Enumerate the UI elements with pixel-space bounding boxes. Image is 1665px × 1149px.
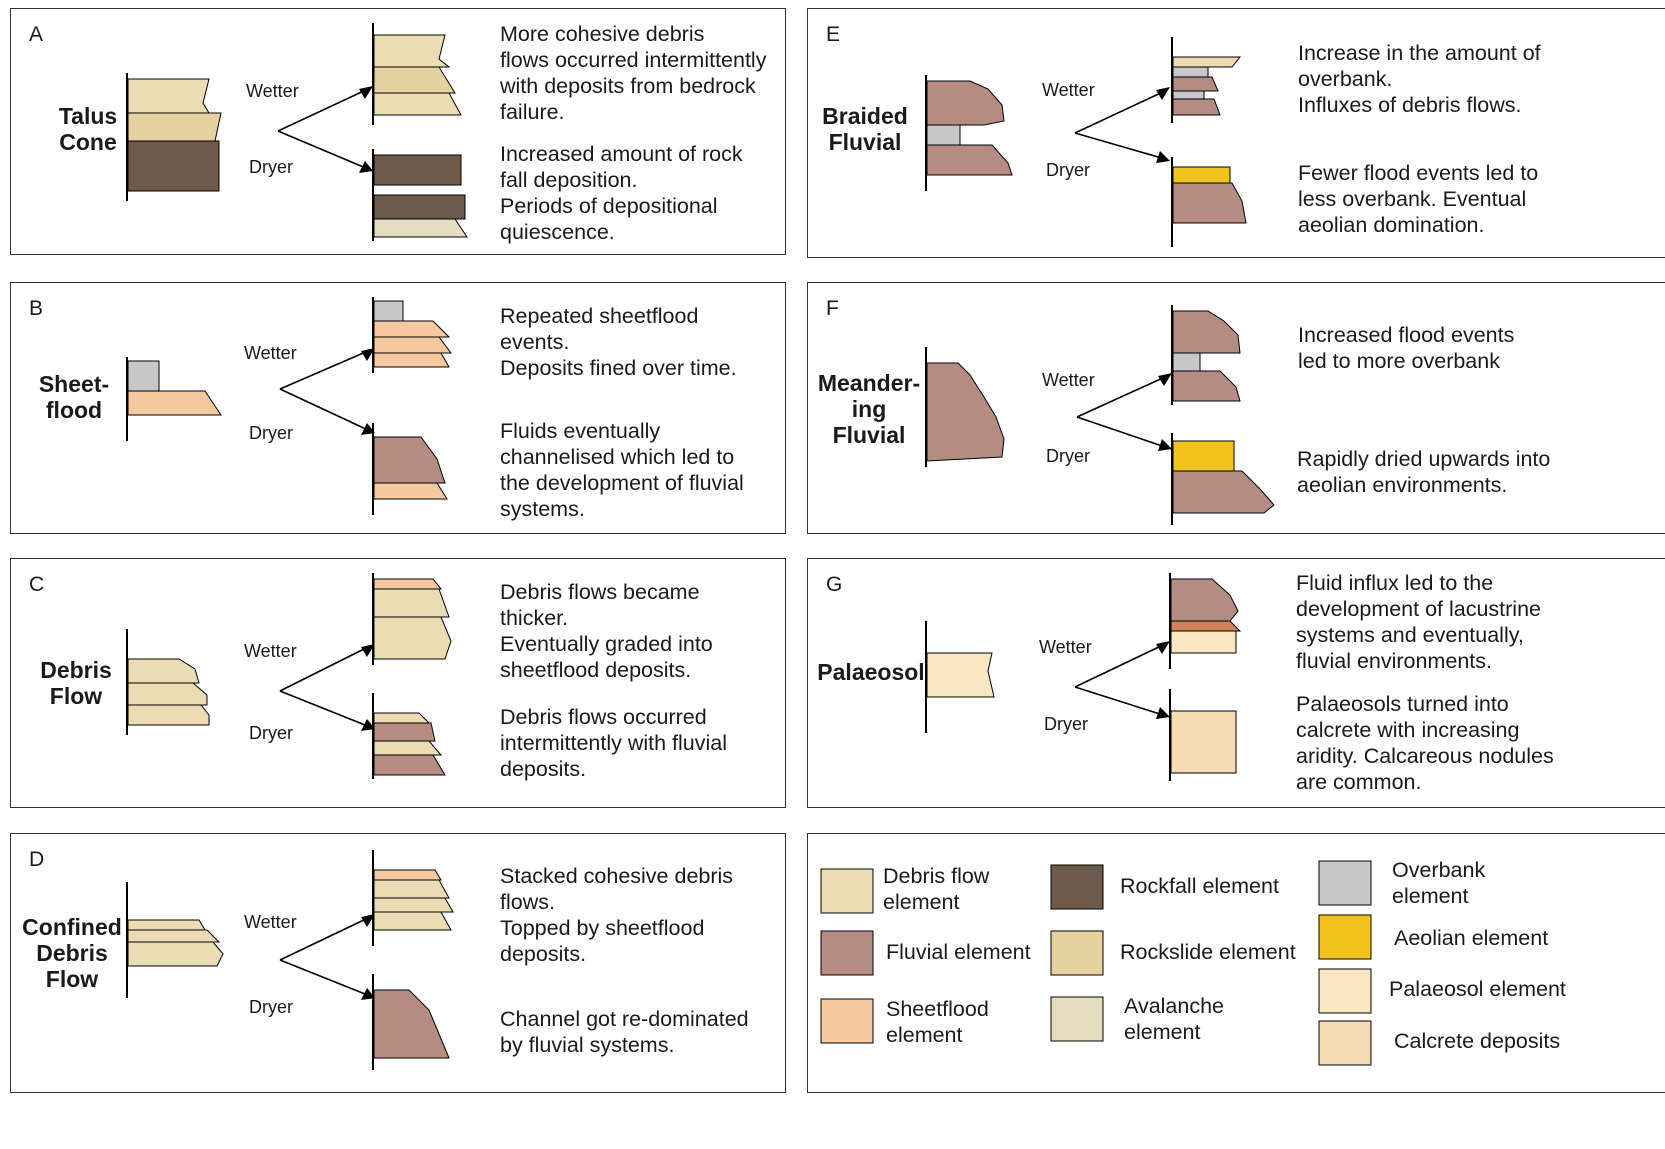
dryer-label: Dryer [1044,714,1088,734]
branch-arrows [1074,87,1170,163]
panel-letter: G [826,573,843,596]
calcrete-swatch [1318,1020,1372,1066]
dryer-label: Dryer [1046,160,1090,180]
wetter-label: Wetter [1042,370,1095,390]
wetter-column [372,297,452,373]
panel-letter: B [29,297,44,320]
initial-column-palaeosol [925,621,995,733]
overbank-swatch [1318,860,1372,906]
legend-aeolian: Aeolian element [1394,926,1549,950]
rockfall-swatch [1050,864,1104,910]
dryer-column [372,149,468,241]
panel-letter: E [826,23,841,46]
wetter-label: Wetter [1042,80,1095,100]
wetter-column [1169,573,1242,669]
panel-letter: F [826,297,839,320]
dryer-column [1169,689,1237,781]
panel-g: G Palaeosol Wetter Dryer Fluid influx le… [807,558,1665,808]
dryer-column [1171,157,1247,247]
branch-arrows [279,644,375,731]
dryer-label: Dryer [249,997,293,1017]
initial-column-debris-flow [126,629,210,735]
dryer-label: Dryer [249,157,293,177]
wetter-column [372,23,462,125]
palaeosol-swatch [1318,968,1372,1014]
legend-rockslide: Rockslide element [1120,940,1296,964]
initial-column-confined-debris [126,882,224,998]
branch-arrows [1074,641,1170,719]
initial-column-sheetflood [126,357,222,441]
wetter-label: Wetter [244,343,297,363]
debris-flow-swatch [820,868,874,914]
initial-column-talus [126,73,222,201]
dryer-column [372,423,448,515]
legend-palaeosol: Palaeosol element [1389,977,1566,1001]
wetter-label: Wetter [244,912,297,932]
wetter-label: Wetter [244,641,297,661]
initial-column-braided [925,75,1013,191]
branch-arrows [279,914,375,1000]
panel-letter: C [29,573,45,596]
wetter-column [1171,305,1241,405]
environment-label: Sheet-flood [38,371,110,423]
branch-arrows [1076,373,1172,451]
rockslide-swatch [1050,930,1104,976]
dryer-label: Dryer [249,423,293,443]
wetter-label: Wetter [1039,637,1092,657]
aeolian-swatch [1318,914,1372,960]
legend-fluvial: Fluvial element [886,940,1031,964]
sheetflood-swatch [820,998,874,1044]
wetter-column [1171,37,1242,123]
dryer-label: Dryer [1046,446,1090,466]
panel-letter: A [29,23,44,46]
legend-calcrete: Calcrete deposits [1394,1029,1561,1053]
wetter-label: Wetter [246,81,299,101]
dryer-column [1171,433,1275,525]
avalanche-swatch [1050,996,1104,1042]
panel-letter: D [29,848,45,871]
wetter-column [372,850,454,946]
dryer-column [372,693,446,779]
dryer-column [372,974,450,1070]
branch-arrows [279,348,375,435]
fluvial-swatch [820,930,874,976]
panel-b: B Sheet-flood Wetter Dryer Repeated shee… [10,282,786,534]
legend-rockfall: Rockfall element [1120,874,1279,898]
environment-label: Palaeosol [817,659,925,685]
initial-column-meandering [925,347,1005,467]
branch-arrows [277,86,373,173]
dryer-label: Dryer [249,723,293,743]
wetter-column [372,573,452,665]
